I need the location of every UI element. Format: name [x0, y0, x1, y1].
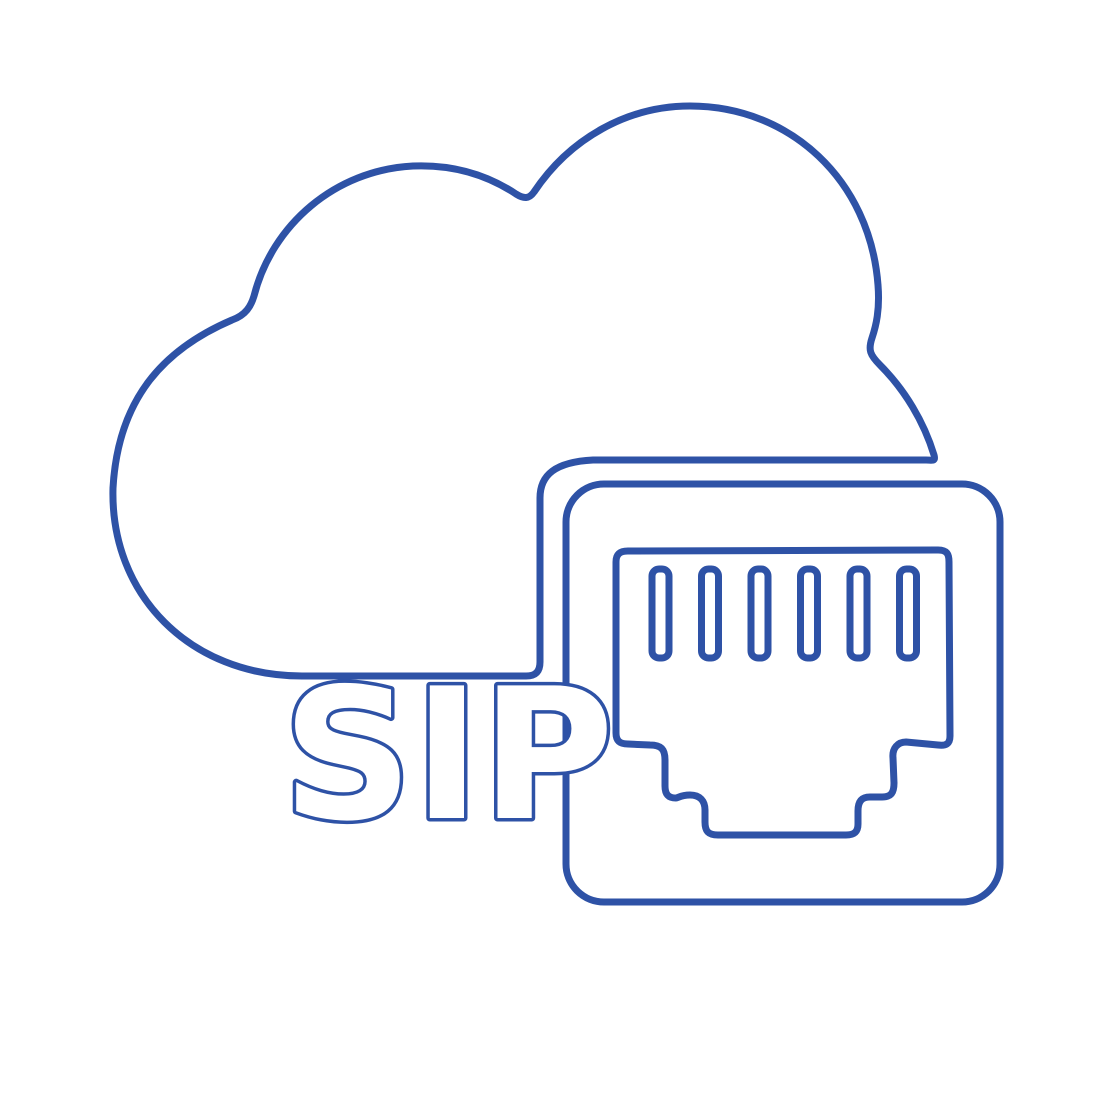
ethernet-pin: [648, 565, 673, 662]
ethernet-pin: [846, 565, 871, 662]
ethernet-pins: [648, 565, 920, 662]
ethernet-pin: [747, 565, 772, 662]
ethernet-pin: [698, 565, 722, 662]
cloud-icon: [109, 102, 938, 680]
ethernet-jack-icon: [612, 546, 954, 839]
sip-label: SIP: [282, 649, 614, 861]
ethernet-pin: [797, 565, 821, 662]
ethernet-port-frame: [562, 480, 1004, 906]
ethernet-pin: [896, 565, 920, 662]
